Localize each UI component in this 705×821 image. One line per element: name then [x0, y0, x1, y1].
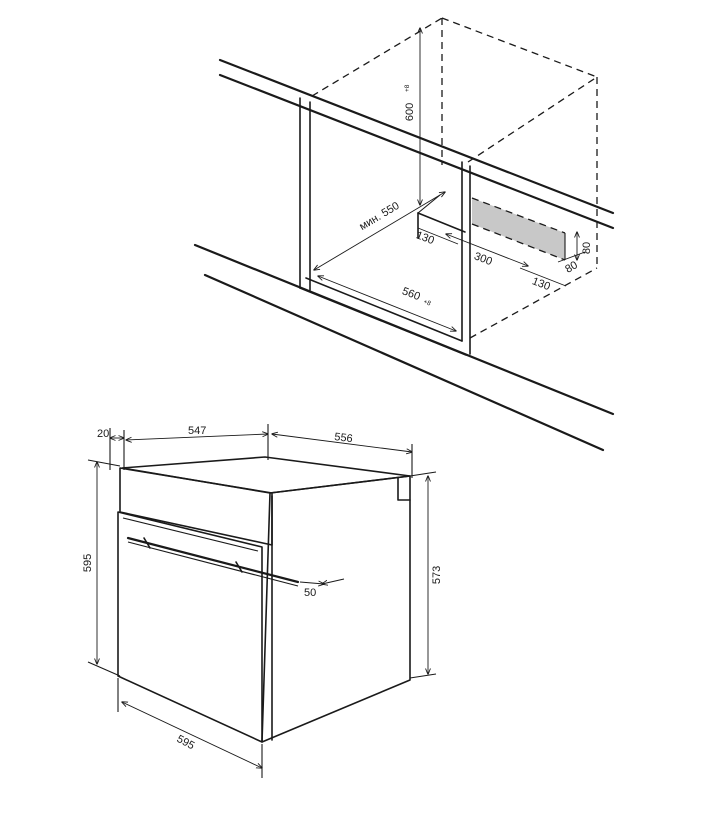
height-label: 595	[82, 554, 94, 572]
depth-label: 556	[334, 431, 354, 445]
niche-width-tol: +8	[422, 298, 432, 307]
vent-width-label: 300	[472, 250, 493, 268]
vent-depth-label: 80	[563, 259, 580, 276]
vent-side-label: 130	[530, 275, 551, 293]
niche-height-label: 600	[404, 103, 416, 121]
vent-height-label: 80	[581, 242, 593, 254]
niche-height-tol: +8	[404, 84, 411, 92]
body-width-label: 547	[188, 425, 206, 437]
oven: 20 547 556 595 573 595 50	[82, 424, 443, 778]
vent-offset-label: 130	[414, 229, 435, 247]
front-offset-label: 20	[97, 428, 109, 440]
cabinet-niche: 600 +8 мин. 550 560 +8 130 300 130 80 80	[193, 17, 615, 452]
niche-width-label: 560	[400, 285, 421, 303]
vent-opening	[472, 198, 565, 260]
oven-door-handle	[126, 536, 300, 587]
niche-depth-label: мин. 550	[357, 200, 401, 233]
body-height-label: 573	[431, 566, 443, 584]
handle-offset-label: 50	[304, 587, 316, 599]
